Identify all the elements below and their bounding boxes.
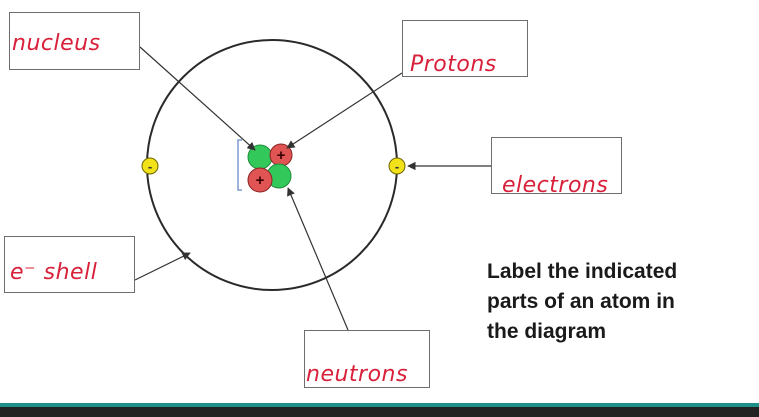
- svg-text:-: -: [148, 159, 152, 174]
- neutron-particle: [247, 144, 273, 170]
- proton-sign: +: [277, 147, 286, 164]
- neutrons-answer: neutrons: [306, 362, 408, 387]
- nucleus-bracket: [237, 139, 242, 191]
- electron-shell-orbit: [146, 39, 398, 291]
- nucleus: + +: [247, 143, 293, 193]
- shell-label-box[interactable]: [4, 236, 135, 293]
- nucleus-arrow: [139, 46, 256, 151]
- protons-answer: Protons: [410, 52, 497, 77]
- svg-text:-: -: [395, 159, 399, 174]
- footer-accent-bar: [0, 403, 759, 407]
- electrons-answer: electrons: [502, 173, 609, 198]
- proton-particle: [247, 167, 273, 193]
- shell-answer: e⁻ shell: [10, 260, 98, 285]
- shell-arrow: [134, 252, 191, 281]
- footer-bar: [0, 407, 759, 417]
- proton-sign: +: [256, 172, 265, 189]
- nucleus-answer: nucleus: [12, 31, 101, 56]
- electron-left: -: [141, 157, 159, 175]
- instruction-text: Label the indicated parts of an atom in …: [487, 260, 678, 343]
- neutrons-label-box[interactable]: [304, 330, 430, 388]
- neutrons-arrow: [287, 187, 349, 331]
- nucleus-label-box[interactable]: [9, 12, 140, 70]
- protons-label-box[interactable]: [402, 20, 528, 77]
- protons-arrow: [286, 72, 403, 149]
- electrons-label-box[interactable]: [491, 137, 622, 194]
- electron-right: -: [388, 157, 406, 175]
